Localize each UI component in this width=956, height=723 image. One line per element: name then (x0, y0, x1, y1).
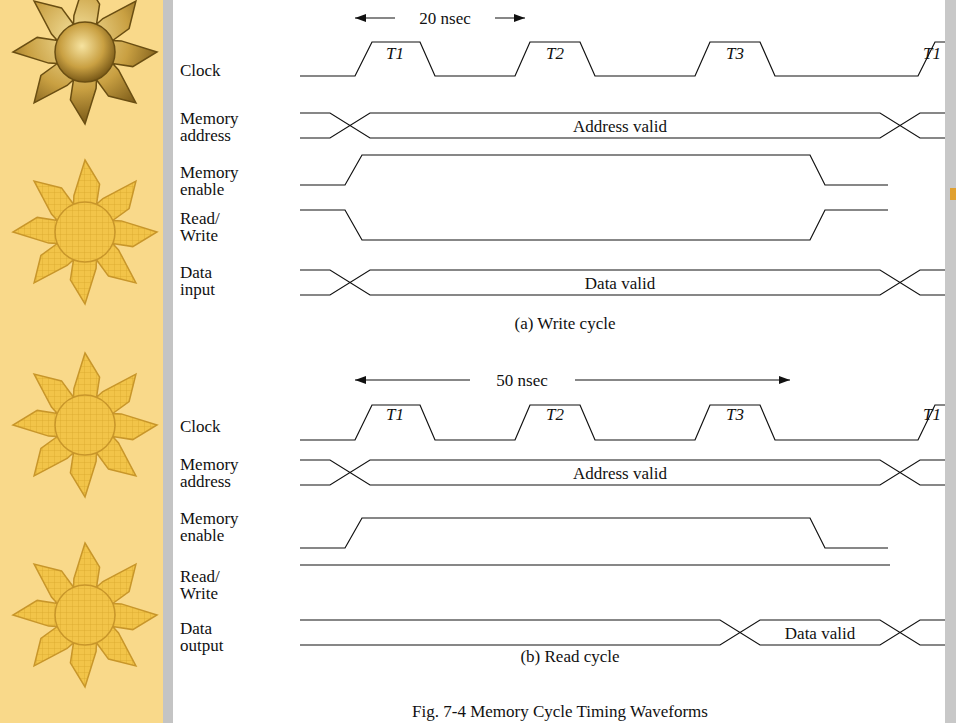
signal-name: Memory address (180, 110, 260, 144)
sun-ornament (55, 22, 115, 82)
sun-ornament (55, 585, 115, 645)
sun-ornament (55, 395, 115, 455)
sub-caption: (b) Read cycle (520, 648, 619, 665)
signal-name: Clock (180, 62, 221, 79)
arrowheads (355, 14, 790, 384)
clock-state: T2 (546, 406, 564, 423)
clock-state: T1 (386, 45, 404, 62)
sun-ornament (13, 160, 157, 304)
duration-label: 50 nsec (493, 372, 550, 389)
side-strip (945, 0, 956, 723)
sub-caption: (a) Write cycle (515, 315, 616, 332)
clock-state: T2 (546, 45, 564, 62)
signal-name: Data output (180, 620, 240, 654)
signal-name: Read/ Write (180, 210, 235, 244)
clock-state: T1 (923, 406, 941, 423)
bus-state: Address valid (570, 465, 670, 482)
signal-name: Clock (180, 418, 221, 435)
sun-ornament (55, 202, 115, 262)
side-strip (163, 0, 173, 723)
edge-mark (950, 188, 956, 200)
signal-name: Data input (180, 264, 240, 298)
sun-ornament (13, 543, 157, 687)
clock-state: T1 (923, 45, 941, 62)
bus-state: Address valid (570, 118, 670, 135)
signal-name: Memory address (180, 456, 260, 490)
signal-name: Read/ Write (180, 568, 235, 602)
bus-state: Data valid (782, 625, 858, 642)
figure-caption: Fig. 7-4 Memory Cycle Timing Waveforms (412, 703, 708, 720)
bus-state: Data valid (582, 275, 658, 292)
signal-name: Memory enable (180, 510, 260, 544)
sun-ornament (13, 353, 157, 497)
clock-state: T3 (726, 406, 744, 423)
signal-name: Memory enable (180, 164, 260, 198)
duration-label: 20 nsec (416, 10, 473, 27)
clock-state: T3 (726, 45, 744, 62)
waveforms (300, 18, 945, 645)
clock-state: T1 (386, 406, 404, 423)
sun-ornament (13, 0, 157, 124)
